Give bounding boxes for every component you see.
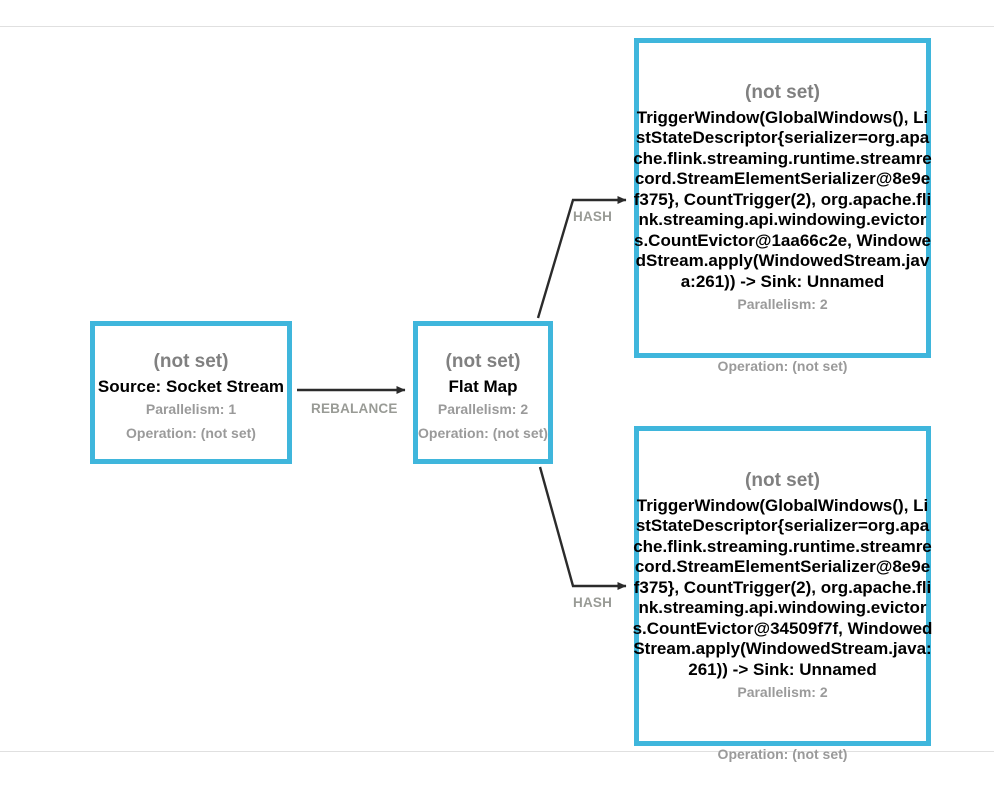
bottom-divider [0,751,994,752]
node-operation: Operation: (not set) [418,424,548,441]
top-divider [0,26,994,27]
node-title: (not set) [745,81,820,103]
node-parallelism: Parallelism: 2 [437,400,529,417]
node-title: (not set) [745,469,820,491]
node-name: TriggerWindow(GlobalWindows(), ListState… [633,107,932,291]
node-title: (not set) [445,350,521,372]
node-name: Source: Socket Stream [97,376,285,396]
node-flat-map[interactable]: (not set) Flat Map Parallelism: 2 Operat… [413,321,553,464]
node-operation: Operation: (not set) [126,424,256,441]
node-operation: Operation: (not set) [717,746,848,762]
node-parallelism: Parallelism: 2 [737,296,828,313]
node-parallelism: Parallelism: 2 [737,684,828,701]
edge-label-hash-top: HASH [573,209,613,224]
edge-label-rebalance: REBALANCE [311,401,398,416]
edge-label-hash-bottom: HASH [573,595,613,610]
node-title: (not set) [153,350,229,372]
edge-flatmap-to-window-bottom [538,466,627,590]
node-operation: Operation: (not set) [717,358,848,374]
node-trigger-window-bottom[interactable]: (not set) TriggerWindow(GlobalWindows(),… [632,426,933,762]
node-trigger-window-top[interactable]: (not set) TriggerWindow(GlobalWindows(),… [633,38,932,374]
node-source-socket-stream[interactable]: (not set) Source: Socket Stream Parallel… [90,321,292,464]
node-name: Flat Map [448,376,518,396]
node-parallelism: Parallelism: 1 [145,400,237,417]
node-name: TriggerWindow(GlobalWindows(), ListState… [632,495,933,679]
